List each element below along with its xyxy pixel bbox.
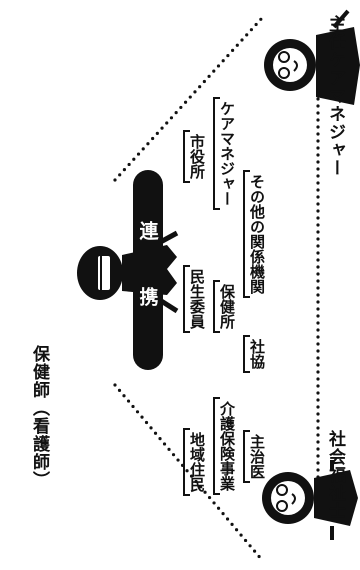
nurse-figure-icon <box>77 230 179 314</box>
agency-care-insurance-business: 介護保険事業 <box>213 397 237 495</box>
role-label-care-manager: 主任ケアマネジャー <box>325 15 345 177</box>
agency-local-residents: 地域住民 <box>183 428 207 496</box>
care-manager-figure-icon <box>264 9 360 105</box>
agency-social-welfare-council: 社協 <box>243 335 267 373</box>
collaboration-label-text: 連 携 <box>136 220 159 320</box>
agency-attending-physician: 主治医 <box>243 430 267 483</box>
role-label-nurse: 保健師（看護師） <box>29 345 49 489</box>
agency-other-related-organizations: その他の関係機関 <box>243 170 267 298</box>
role-label-social-worker: 社会福祉士 <box>325 430 345 520</box>
agency-health-center: 保健所 <box>213 280 237 333</box>
agency-city-hall: 市役所 <box>183 130 207 183</box>
collaboration-label: 連 携 <box>133 170 163 370</box>
agency-care-manager: ケアマネジャー <box>213 97 237 210</box>
social-worker-figure-icon <box>262 460 358 540</box>
agency-welfare-commissioner: 民生委員 <box>183 265 207 333</box>
